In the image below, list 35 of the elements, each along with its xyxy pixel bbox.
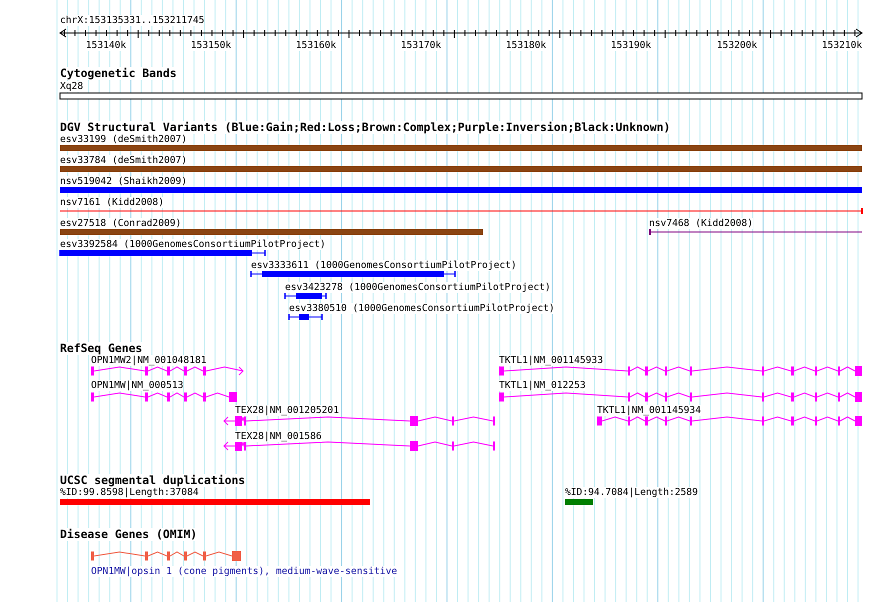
feature-label: %ID:94.7084|Length:2589	[565, 487, 698, 498]
feature-label: nsv7161 (Kidd2008)	[60, 197, 164, 208]
tick-label: 153160k	[296, 40, 336, 51]
track-title: DGV Structural Variants (Blue:Gain;Red:Loss;Brown:Complex;Purple:Inversion;Black:Unknown)	[60, 121, 670, 134]
track-title: Disease Genes (OMIM)	[60, 528, 198, 541]
tick-label: 153140k	[86, 40, 126, 51]
feature-label: %ID:99.8598|Length:37084	[60, 487, 199, 498]
gene-label: TKTL1|NM_001145933	[499, 355, 603, 366]
feature-label: esv27518 (Conrad2009)	[60, 218, 182, 229]
tick-label: 153180k	[506, 40, 546, 51]
feature-label: esv3423278 (1000GenomesConsortiumPilotProject)	[285, 282, 551, 293]
feature-label: esv3380510 (1000GenomesConsortiumPilotProject)	[289, 303, 555, 314]
coordinate-label: chrX:153135331..153211745	[60, 15, 204, 26]
tick-label: 153170k	[400, 40, 442, 51]
tick-label: 153210k	[822, 40, 862, 51]
tick-label: 153150k	[190, 40, 232, 51]
tick-label: 153190k	[610, 40, 652, 51]
track-title: UCSC segmental duplications	[60, 474, 246, 487]
gene-label: TEX28|NM_001586	[235, 431, 322, 442]
gene-link: OPN1MW|opsin 1 (cone pigments), medium-wave-sensitive	[91, 566, 398, 577]
gene-label: TEX28|NM_001205201	[235, 405, 339, 416]
gene-label: TKTL1|NM_012253	[499, 380, 586, 391]
feature-label: esv33784 (deSmith2007)	[60, 155, 188, 166]
feature-label: esv3392584 (1000GenomesConsortiumPilotProject)	[60, 239, 326, 250]
track-title: RefSeq Genes	[60, 342, 142, 355]
feature-label: esv3333611 (1000GenomesConsortiumPilotProject)	[251, 260, 517, 271]
band-label: Xq28	[60, 81, 84, 92]
gene-label: OPN1MW|NM_000513	[91, 380, 184, 391]
feature-label: nsv7468 (Kidd2008)	[649, 218, 753, 229]
feature-label: esv33199 (deSmith2007)	[60, 134, 188, 145]
track-title: Cytogenetic Bands	[60, 67, 177, 80]
gene-label: OPN1MW2|NM_001048181	[91, 355, 207, 366]
gene-label: TKTL1|NM_001145934	[597, 405, 701, 416]
feature-label: nsv519042 (Shaikh2009)	[60, 176, 188, 187]
tick-label: 153200k	[716, 40, 758, 51]
